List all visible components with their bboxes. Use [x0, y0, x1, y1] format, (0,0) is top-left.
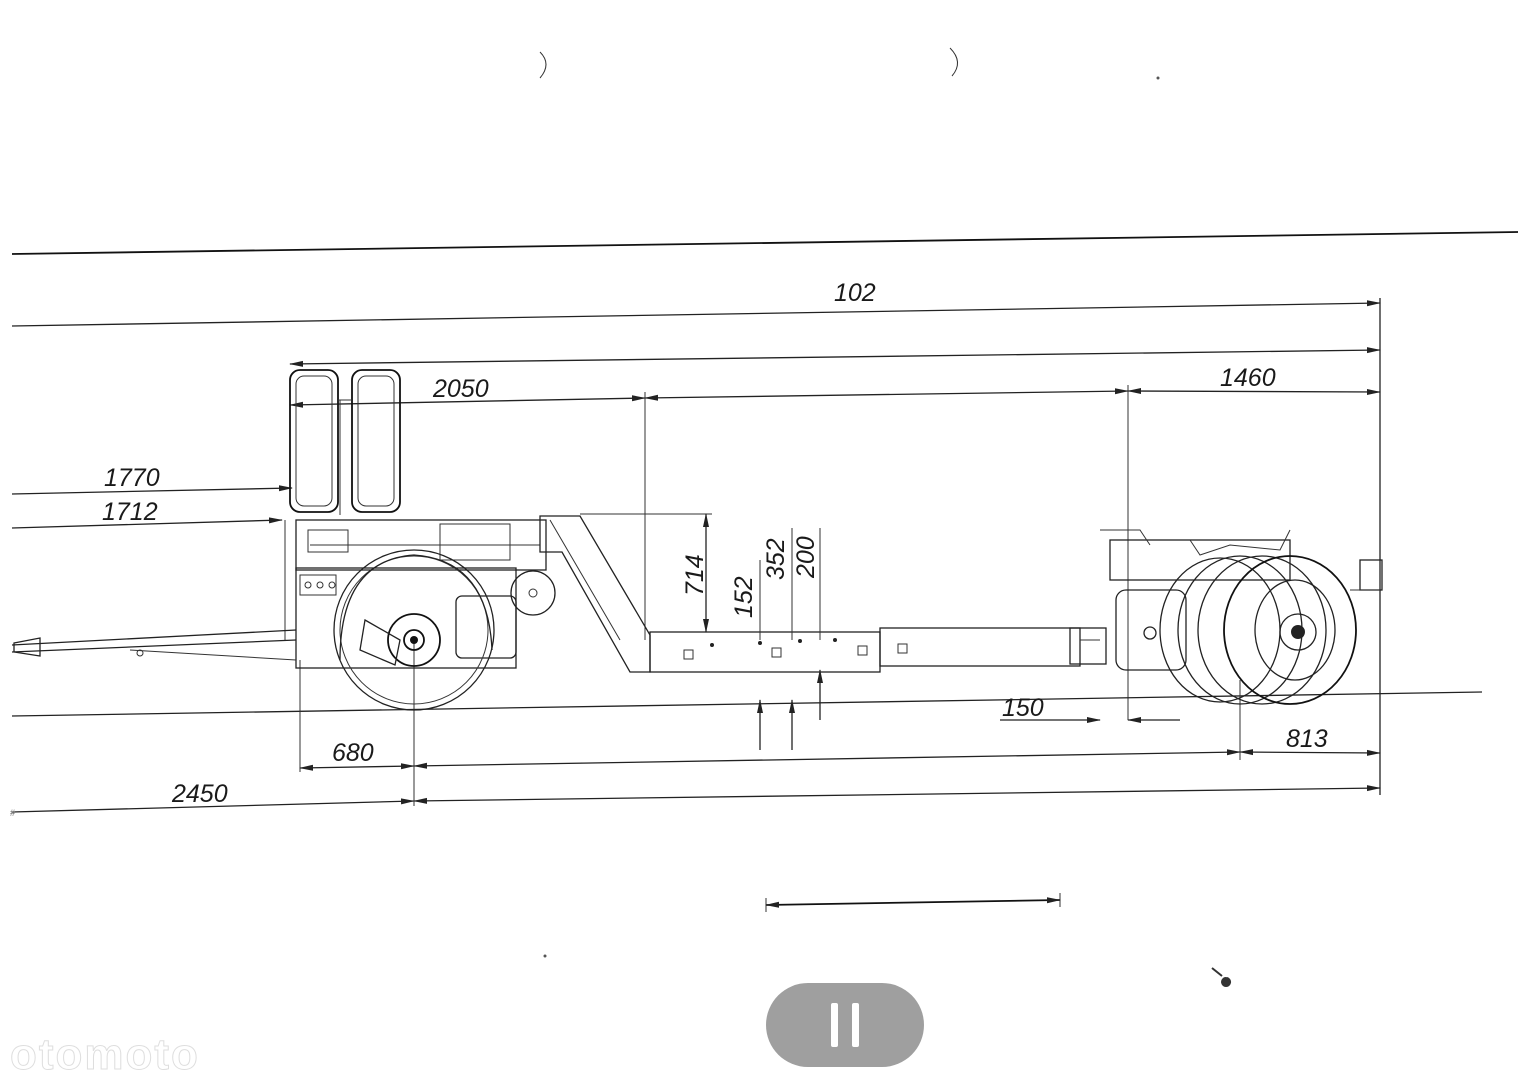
rear-bogie [1100, 529, 1383, 705]
svg-text:#: # [10, 808, 15, 818]
frame-line-3 [289, 347, 1381, 367]
pause-icon [831, 1003, 859, 1047]
dim-label-352: 352 [762, 538, 790, 580]
dim-line-main-top [644, 388, 1129, 401]
drawbar [11, 629, 297, 661]
dim-label-680: 680 [332, 739, 374, 767]
dim-label-2050: 2050 [432, 375, 489, 403]
scale-bar [765, 897, 1061, 908]
dim-line-1460 [1127, 388, 1381, 395]
dim-label-813: 813 [1286, 725, 1328, 753]
dim-line-rear-total [413, 785, 1381, 804]
dim-label-1712: 1712 [102, 498, 158, 526]
dim-line-813 [1239, 749, 1381, 756]
dim-label-2450: 2450 [171, 780, 228, 808]
frame-line-2 [11, 300, 1381, 327]
dim-label-1770: 1770 [104, 464, 160, 492]
dim-line-1770 [11, 485, 293, 495]
dim-label-200: 200 [792, 536, 820, 579]
dim-label-150: 150 [1002, 694, 1044, 722]
front-wheel [333, 549, 495, 711]
dim-label-102: 102 [834, 279, 876, 307]
dim-line-2450 [11, 798, 415, 813]
dim-label-714: 714 [681, 554, 709, 596]
watermark-logo: otomoto [10, 1030, 200, 1080]
gooseneck [539, 515, 651, 673]
dim-line-wheelbase [413, 749, 1241, 769]
frame-line-top [11, 231, 1519, 255]
dim-label-1460: 1460 [1220, 364, 1276, 392]
dim-label-152: 152 [730, 576, 758, 618]
main-deck [649, 627, 1107, 673]
front-frame [295, 519, 556, 669]
spare-tires [289, 369, 401, 515]
dim-line-2050 [289, 395, 646, 408]
dim-line-1712 [11, 517, 283, 529]
pause-button[interactable] [766, 983, 924, 1067]
dim-line-680 [299, 763, 415, 771]
